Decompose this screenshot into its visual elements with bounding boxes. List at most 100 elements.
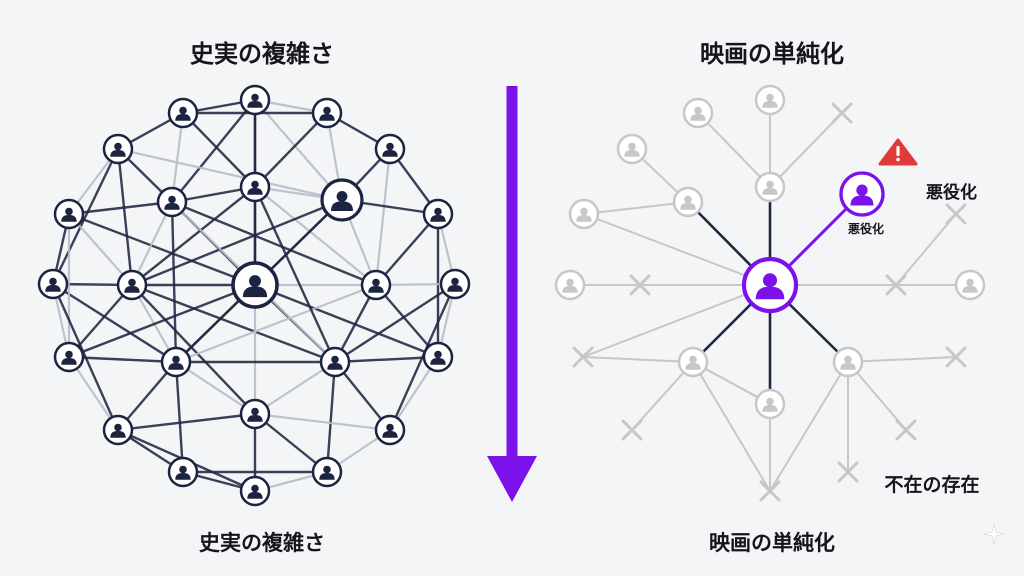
sparkle-icon [983,523,1005,545]
relation-edge [182,112,256,188]
relation-edge [388,283,457,431]
person-node [102,414,134,446]
person-node [167,456,199,488]
left-title: 史実の複雑さ [190,40,334,68]
relation-edge [116,148,134,286]
relation-edge [51,283,120,431]
removed-person-x-icon [945,203,967,225]
person-node [53,341,85,373]
villain-label: 悪役化 [926,183,977,203]
villain-node [839,171,885,217]
right-title: 映画の単純化 [700,40,844,68]
relation-edge [174,361,185,473]
faded-person-node [754,388,786,420]
relation-edge [131,283,336,364]
person-node [239,398,271,430]
person-node [156,186,188,218]
person-node [102,133,134,165]
historical-complexity-network [37,84,471,507]
person-node [311,97,343,129]
relation-edge [175,361,256,415]
warning-triangle-icon [878,138,918,166]
faded-person-node [682,97,714,129]
film-simplification-network [554,84,986,502]
relation-edge [52,282,177,364]
faded-person-node [954,269,986,301]
person-node [160,346,192,378]
removed-person-x-icon [945,346,967,368]
removed-person-x-icon [629,274,651,296]
faded-edge [895,213,957,286]
relation-edge [51,148,120,285]
faded-person-node [616,133,648,165]
faded-person-node [568,198,600,230]
relation-edge [254,99,343,201]
faded-edge [697,112,771,188]
relation-edge [131,186,256,286]
person-node [374,133,406,165]
faded-edge [692,361,771,492]
person-node [374,414,406,446]
person-node [439,268,471,300]
faded-person-node [754,84,786,116]
faded-person-node [832,346,864,378]
relation-edge [68,213,133,286]
down-arrow-icon [487,86,537,502]
person-node [239,84,271,116]
faded-edge [582,284,771,358]
faded-person-node [677,346,709,378]
faded-edge [847,356,957,363]
relation-edge [254,186,377,286]
person-node [116,269,148,301]
removed-person-x-icon [895,419,917,441]
removed-person-x-icon [759,480,781,502]
faded-edge [769,112,843,188]
person-node [319,346,351,378]
villain-label-small: 悪役化 [847,222,885,236]
relation-edge [375,213,439,286]
person-node [422,341,454,373]
person-node [311,456,343,488]
relation-edge [68,200,173,216]
person-node [37,268,69,300]
removed-person-x-icon [831,102,853,124]
faded-person-node [554,269,586,301]
relation-edge [325,361,337,473]
removed-person-x-icon [572,346,594,368]
faded-edge [582,356,694,363]
person-node [360,269,392,301]
relation-edge [68,283,256,359]
absence-label: 不在の存在 [884,474,980,496]
relation-edge [131,201,173,286]
person-node [231,261,279,309]
person-node [422,198,454,230]
relation-edge [253,186,337,363]
faded-edge [769,361,849,492]
removed-person-x-icon [621,419,643,441]
person-node [239,475,271,507]
relation-edge [131,198,343,287]
left-caption: 史実の複雑さ [199,531,325,555]
removed-person-x-icon [885,274,907,296]
faded-edge [583,213,771,286]
person-node [167,97,199,129]
protagonist-node [741,256,799,314]
removed-person-x-icon [837,461,859,483]
person-node [53,198,85,230]
relation-edge [171,99,256,203]
faded-edge [583,201,689,215]
person-node [239,171,271,203]
relation-edge [170,201,178,363]
relation-edge [374,148,392,286]
relation-edge [175,283,377,364]
relation-edge [117,412,256,432]
relation-edge [117,147,343,202]
faded-person-node [754,171,786,203]
relation-edge [254,283,439,359]
relation-edge [334,282,456,364]
relation-edge [171,200,377,287]
person-node [320,178,364,222]
relation-edge [254,112,328,188]
